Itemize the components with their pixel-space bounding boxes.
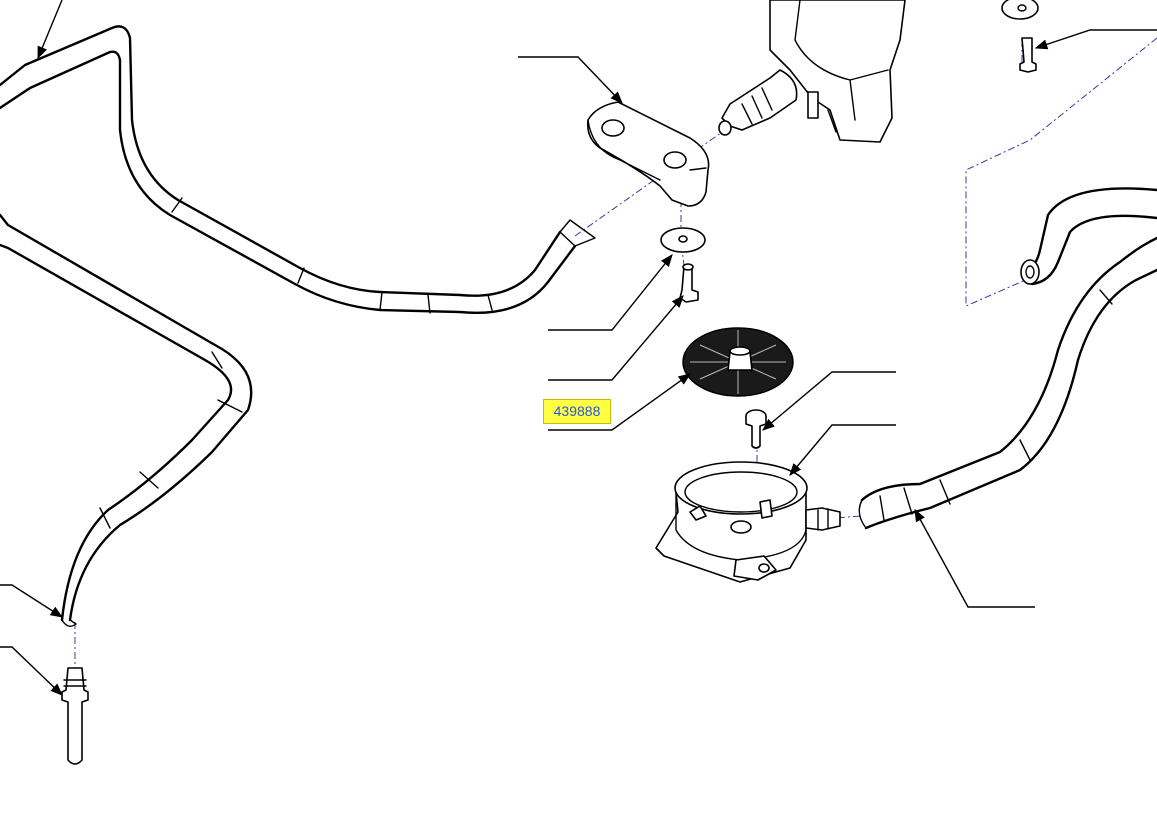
top-right-washer-and-screw — [1001, 0, 1039, 73]
mounting-bracket — [586, 101, 710, 207]
hose-connector-nipple — [61, 667, 89, 765]
long-screw — [745, 409, 767, 449]
filter-housing — [655, 461, 841, 583]
right-hose — [858, 187, 1157, 530]
leader-lines — [0, 0, 1157, 696]
left-hose — [0, 25, 596, 627]
pump — [718, 0, 906, 143]
pin-screw — [679, 263, 699, 303]
filter-disc — [682, 327, 794, 397]
washer — [660, 227, 706, 253]
part-number-callout[interactable]: 439888 — [543, 399, 611, 424]
